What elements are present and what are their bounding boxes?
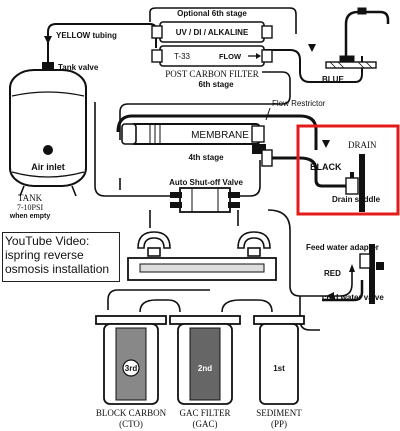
- filter-interconnect-2: [221, 299, 273, 313]
- filter-interconnect-1: [139, 299, 181, 313]
- tubing: [47, 7, 364, 331]
- tank-when-empty-label: when empty: [9, 213, 51, 220]
- membrane-label: MEMBRANE: [191, 130, 249, 141]
- drain-saddle-label: Drain saddle: [332, 195, 381, 204]
- arrow-down-icon: [322, 140, 330, 148]
- pp-label: (PP): [271, 419, 287, 429]
- arrow-down-icon: [308, 44, 316, 52]
- mounting-clips: [137, 231, 271, 257]
- youtube-line-2: ispring reverse: [5, 248, 84, 262]
- sixth-stage-label: 6th stage: [198, 80, 234, 89]
- post-to-membrane-tube: [119, 71, 291, 140]
- cold-valve-label: cold water valve: [322, 293, 384, 302]
- tank-label: TANK: [18, 193, 43, 203]
- youtube-line-1: YouTube Video:: [5, 234, 90, 248]
- filter-2nd-gac: [169, 315, 241, 405]
- cto-label: (CTO): [119, 419, 143, 429]
- uv-filter-label: UV / DI / ALKALINE: [176, 28, 249, 37]
- youtube-line-3: osmosis installation: [5, 262, 110, 276]
- flow-restrictor-label: Flow Restrictor: [272, 99, 326, 108]
- black-label: BLACK: [310, 162, 342, 172]
- red-label: RED: [324, 269, 341, 278]
- youtube-video-note: YouTube Video: ispring reverse osmosis i…: [2, 232, 120, 282]
- membrane-housing: [121, 123, 273, 167]
- optional-stage-label: Optional 6th stage: [177, 9, 247, 18]
- t33-label: T-33: [174, 52, 191, 61]
- filter-out-line: [107, 289, 210, 310]
- tank-psi-label: 7-10PSI: [17, 203, 44, 212]
- feed-loop: [119, 178, 353, 297]
- filter-3rd-block-carbon: [95, 315, 167, 405]
- filter-1st-sediment: [253, 315, 305, 405]
- blue-tube: [262, 49, 363, 83]
- red-tube: [322, 280, 364, 302]
- drain-saddle-icon: [345, 154, 365, 212]
- optional-loop: [149, 7, 297, 34]
- fourth-stage-label: 4th stage: [188, 153, 224, 162]
- feed-adapter-label: Feed water adapter: [306, 243, 379, 252]
- block-carbon-label: BLOCK CARBON: [96, 408, 167, 418]
- stage-1st-label: 1st: [273, 364, 285, 373]
- flow-label: FLOW: [219, 52, 242, 61]
- gac-filter-label: GAC FILTER: [180, 408, 231, 418]
- air-inlet-label: Air inlet: [31, 162, 65, 172]
- valve-to-membrane: [232, 160, 261, 197]
- black-drain-tube: [268, 156, 346, 188]
- auto-shutoff-valve: [170, 187, 240, 213]
- post-carbon-label: POST CARBON FILTER: [165, 69, 259, 79]
- sediment-label: SEDIMENT: [256, 408, 302, 418]
- drain-highlight-box: [296, 124, 400, 216]
- tank-icon: [9, 56, 87, 197]
- gac-label: (GAC): [193, 419, 218, 429]
- feed-water-adapter-icon: [359, 244, 384, 304]
- arrow-down-icon: [44, 36, 52, 44]
- post-carbon-filter: [151, 45, 273, 67]
- tank-to-valve-tube: [94, 102, 178, 197]
- filter-bracket: [127, 257, 277, 281]
- blue-label: BLUE: [322, 75, 344, 84]
- yellow-tubing-label: YELLOW tubing: [56, 31, 117, 40]
- valve-lower-loop: [149, 210, 239, 228]
- faucet-icon: [325, 7, 390, 69]
- auto-shutoff-label: Auto Shut-off Valve: [169, 178, 243, 187]
- optional-6th-stage-filter: [151, 21, 273, 43]
- flow-arrows: [44, 36, 355, 300]
- drain-label: DRAIN: [348, 140, 377, 150]
- yellow-tube: [47, 23, 157, 60]
- arrow-up-icon: [349, 264, 355, 272]
- tank-valve-label: Tank valve: [58, 63, 99, 72]
- stage-2nd-label: 2nd: [198, 364, 212, 373]
- arrow-left-icon: [326, 292, 334, 300]
- stage-3rd-label: 3rd: [125, 364, 138, 373]
